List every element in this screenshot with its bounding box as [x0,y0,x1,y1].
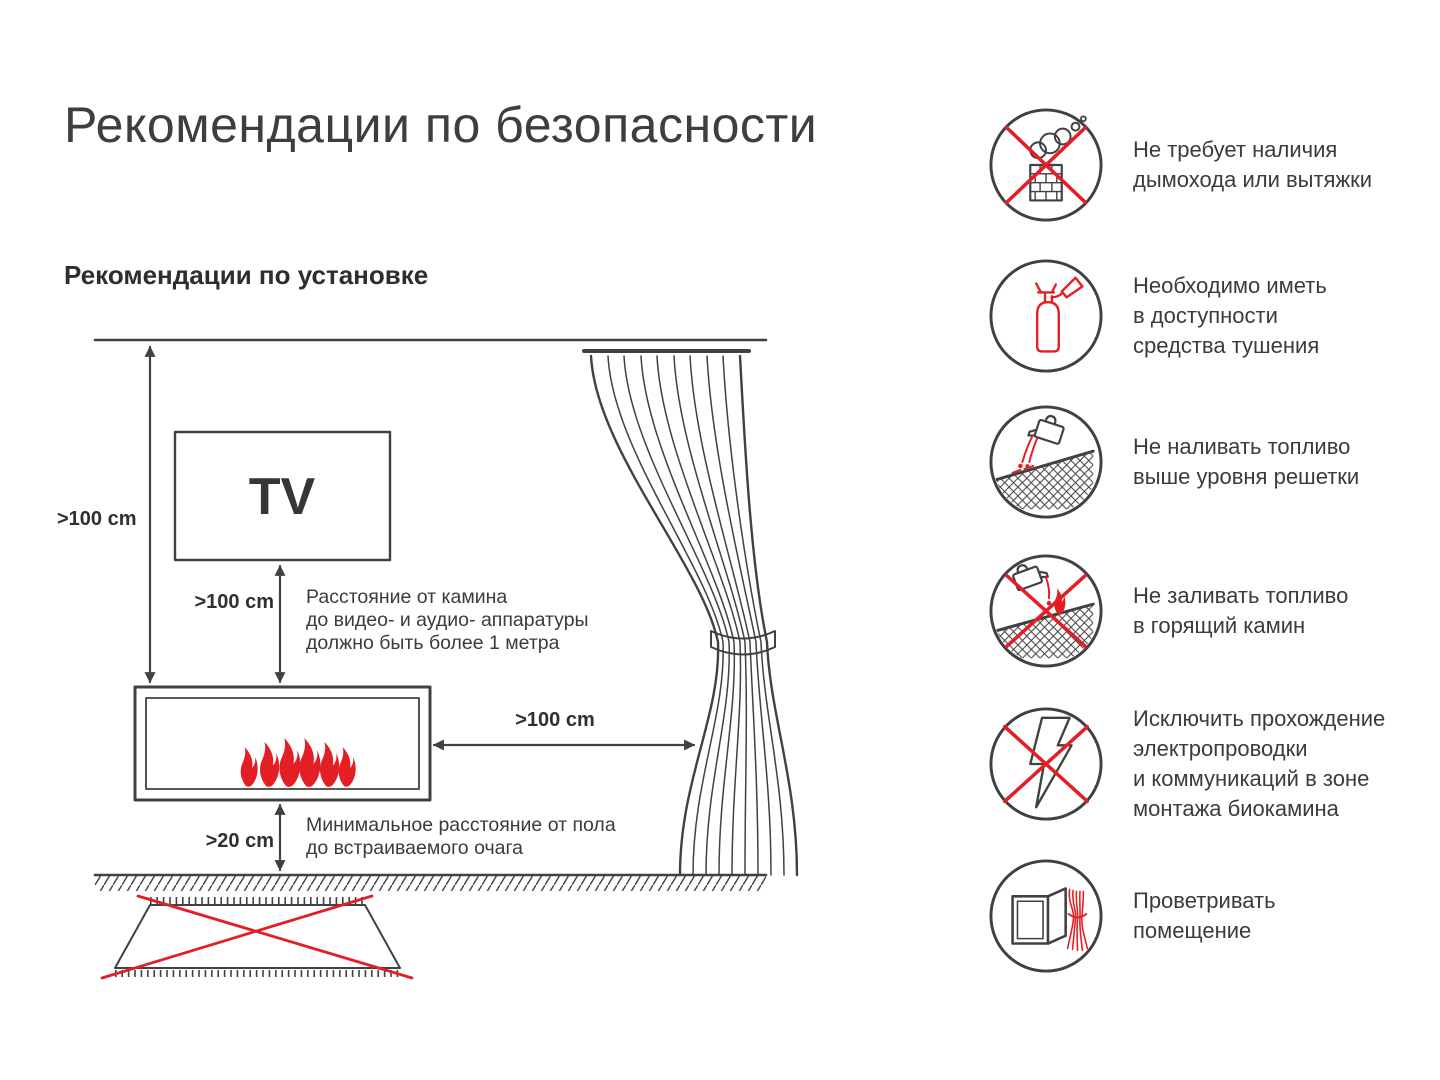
safety-item-line: в горящий камин [1133,613,1306,638]
curtain [582,349,799,877]
svg-text:должно быть более 1 метра: должно быть более 1 метра [306,632,560,654]
safety-item-line: и коммуникаций в зоне [1133,766,1370,791]
tv-box: TV [173,430,392,562]
svg-text:Минимальное расстояние от пола: Минимальное расстояние от пола [306,814,616,836]
safety-item-line: Исключить прохождение [1133,706,1386,731]
safety-item-line: помещение [1133,918,1252,943]
safety-item-ventilate: Проветривать помещение [987,856,1276,976]
safety-item-no-electrical: Исключить прохождение электропроводки и … [987,704,1385,824]
safety-list: Не требует наличия дымохода или вытяжки … [987,0,1440,1080]
tv-label: TV [249,468,316,526]
safety-item-line: в доступности [1133,303,1278,328]
dim-label-fireplace-to-curtain: >100 cm [515,709,595,731]
safety-item-line: выше уровня решетки [1133,464,1360,489]
safety-item-no-refuel-burning: Не заливать топливо в горящий камин [987,551,1348,671]
safety-item-line: Не требует наличия [1133,137,1338,162]
fuel-level-icon [989,405,1103,519]
dim-label-wall-to-fireplace: >100 cm [57,508,137,530]
safety-item-extinguisher: Необходимо иметь в доступности средства … [987,256,1327,376]
section-subtitle: Рекомендации по установке [64,260,429,290]
safety-item-line: дымохода или вытяжки [1133,167,1373,192]
no-chimney-icon [989,108,1103,222]
safety-item-line: Необходимо иметь [1133,273,1327,298]
svg-text:Расстояние от камина: Расстояние от камина [306,586,507,608]
safety-item-text: Не заливать топливо в горящий камин [1133,581,1348,641]
fireplace-flames [240,737,356,787]
safety-item-line: средства тушения [1133,333,1320,358]
ventilate-room-icon [989,859,1103,973]
safety-item-text: Исключить прохождение электропроводки и … [1133,704,1385,824]
tv-distance-note: Расстояние от камина до видео- и аудио- … [306,586,589,654]
installation-diagram: TV [57,338,799,980]
fire-extinguisher-icon [989,259,1103,373]
safety-item-fuel-level: Не наливать топливо выше уровня решетки [987,402,1359,522]
svg-text:до встраиваемого очага: до встраиваемого очага [306,837,523,859]
fireplace-box [133,685,432,802]
safety-item-line: Не наливать топливо [1133,434,1351,459]
safety-item-line: Не заливать топливо [1133,583,1349,608]
safety-item-no-chimney: Не требует наличия дымохода или вытяжки [987,105,1372,225]
floor-distance-note: Минимальное расстояние от пола до встраи… [306,814,616,859]
no-electrical-wiring-icon [989,707,1103,821]
page-title: Рекомендации по безопасности [64,97,818,153]
dim-label-tv-to-fireplace: >100 cm [194,591,274,613]
safety-item-text: Необходимо иметь в доступности средства … [1133,271,1327,361]
curtain-tieback [710,630,776,656]
floor-hatching [95,876,766,891]
carpet-crossed-out [100,894,414,980]
dim-label-fireplace-to-floor: >20 cm [206,830,274,852]
safety-item-text: Проветривать помещение [1133,886,1276,946]
no-refuel-burning-icon [989,554,1103,668]
safety-item-line: монтажа биокамина [1133,796,1339,821]
carpet-cross-icon [100,894,414,980]
safety-item-line: электропроводки [1133,736,1308,761]
svg-text:до видео- и аудио- аппаратуры: до видео- и аудио- аппаратуры [306,609,589,631]
safety-item-line: Проветривать [1133,888,1276,913]
safety-item-text: Не требует наличия дымохода или вытяжки [1133,135,1372,195]
safety-item-text: Не наливать топливо выше уровня решетки [1133,432,1359,492]
